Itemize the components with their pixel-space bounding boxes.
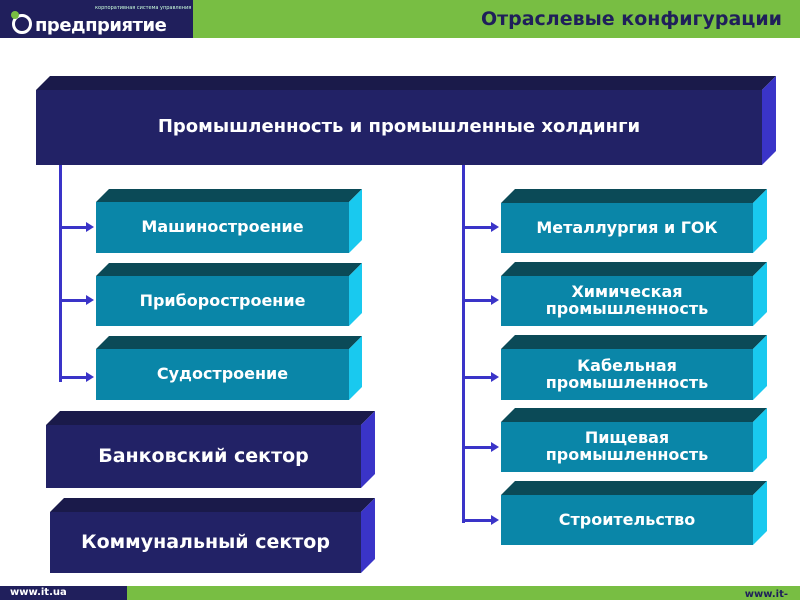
box-construction: Строительство <box>501 481 767 545</box>
box-label: Химическая промышленность <box>501 276 753 326</box>
box-metallurgy: Металлургия и ГОК <box>501 189 767 253</box>
box-label: Коммунальный сектор <box>50 512 361 573</box>
arrow <box>60 295 94 305</box>
arrow <box>463 372 499 382</box>
box-label: Кабельная промышленность <box>501 349 753 400</box>
arrow <box>463 442 499 452</box>
left-connector <box>59 165 62 382</box>
box-label: Банковский сектор <box>46 425 361 488</box>
box-label: Машиностроение <box>96 202 349 253</box>
arrow <box>463 222 499 232</box>
logo: предприятие <box>11 11 167 36</box>
page-title: Отраслевые конфигурации <box>480 8 782 30</box>
logo-tagline: корпоративная система управления <box>95 5 192 11</box>
right-connector <box>462 165 465 523</box>
arrow <box>463 515 499 525</box>
box-food: Пищевая промышленность <box>501 408 767 472</box>
header-bar: Отраслевые конфигурации <box>193 0 800 38</box>
box-cable: Кабельная промышленность <box>501 335 767 400</box>
root-label: Промышленность и промышленные холдинги <box>36 90 762 165</box>
box-mechanical-engineering: Машиностроение <box>96 189 362 253</box>
header-logo-area: корпоративная система управления предпри… <box>0 0 193 38</box>
box-chemical: Химическая промышленность <box>501 262 767 326</box>
box-label: Приборостроение <box>96 276 349 326</box>
footer-right-link[interactable]: www.it- <box>127 586 800 600</box>
box-label: Пищевая промышленность <box>501 422 753 472</box>
box-label: Судостроение <box>96 349 349 400</box>
box-instrument-engineering: Приборостроение <box>96 263 362 326</box>
arrow <box>60 372 94 382</box>
box-communal: Коммунальный сектор <box>50 498 375 573</box>
box-shipbuilding: Судостроение <box>96 336 362 400</box>
logo-text: предприятие <box>35 15 167 36</box>
footer-left-link[interactable]: www.it.ua <box>0 586 127 600</box>
box-banking: Банковский сектор <box>46 411 375 488</box>
box-label: Строительство <box>501 495 753 545</box>
arrow <box>60 222 94 232</box>
box-label: Металлургия и ГОК <box>501 203 753 253</box>
root-box: Промышленность и промышленные холдинги <box>36 76 776 165</box>
arrow <box>463 295 499 305</box>
logo-icon <box>11 11 32 34</box>
